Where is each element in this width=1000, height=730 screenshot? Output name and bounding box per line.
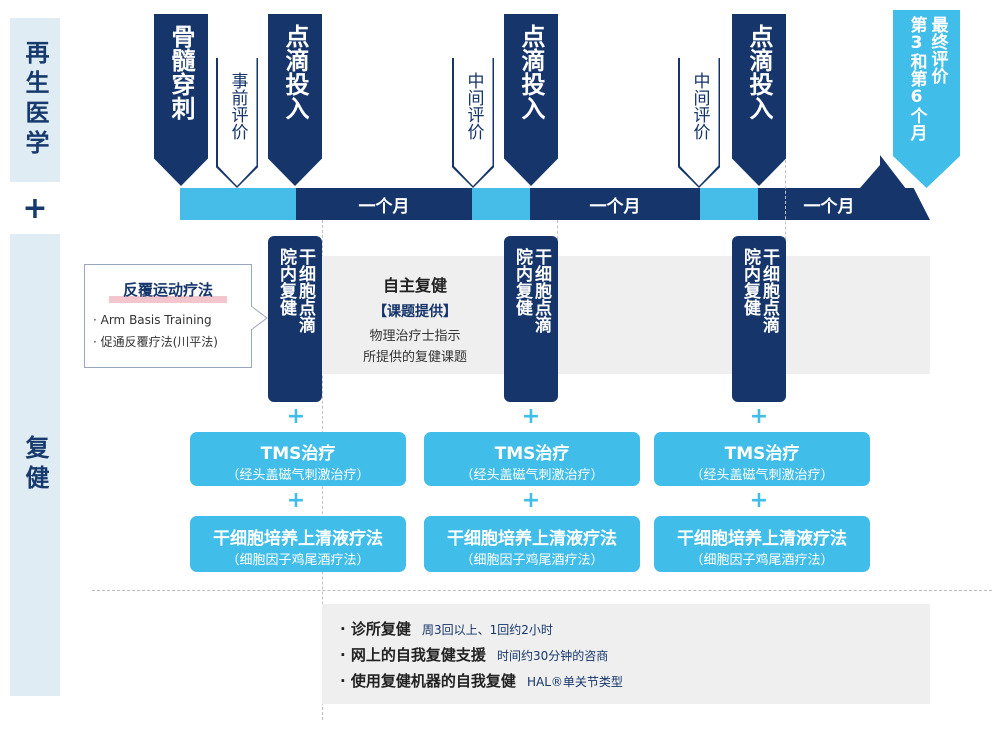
timeline-segment-3: [700, 188, 758, 220]
bottom-item-detail: 周3回以上、1回约2小时: [422, 623, 553, 637]
callout-pointer: [251, 306, 268, 330]
tms-title: TMS治疗: [260, 444, 336, 464]
stem-cell-box-1: 院内复健 干细胞点滴: [268, 236, 322, 402]
plus-sign: +: [521, 404, 541, 429]
culture-sub: （细胞因子鸡尾酒疗法）: [690, 553, 834, 568]
culture-box-1: 干细胞培养上清液疗法 （细胞因子鸡尾酒疗法）: [190, 516, 406, 572]
bottom-item-3: · 使用复健机器的自我复健 HAL®单关节类型: [340, 670, 623, 696]
flag-infusion-2: 点滴投入: [504, 14, 558, 186]
final-eval-col1: 最终评价: [927, 16, 948, 84]
divider-v2: [557, 220, 558, 250]
stem-col-left: 院内复健: [512, 248, 532, 316]
tms-sub: （经头盖磁气刺激治疗）: [460, 468, 604, 483]
bottom-panel: [322, 604, 930, 704]
stem-cell-box-2: 院内复健 干细胞点滴: [504, 236, 558, 402]
month-label: 一个月: [803, 196, 855, 217]
self-rehab-text: 自主复健 【课题提供】 物理治疗士指示 所提供的复健课题: [335, 272, 495, 365]
flag-infusion-3: 点滴投入: [732, 14, 786, 186]
timeline-arrowhead: [860, 155, 930, 220]
culture-title: 干细胞培养上清液疗法: [447, 529, 617, 549]
callout-title: 反覆运动疗法: [122, 281, 213, 299]
sidebar-plus: +: [22, 190, 48, 226]
flag-mid-eval-1: 中间评价: [452, 58, 494, 188]
plus-sign: +: [521, 488, 541, 513]
stem-col-right: 干细胞点滴: [295, 248, 315, 333]
tms-box-2: TMS治疗 （经头盖磁气刺激治疗）: [424, 432, 640, 486]
callout-item-2: · 促通反覆疗法(川平法): [93, 335, 218, 349]
bottom-item-main: · 诊所复健: [340, 620, 411, 638]
month-label: 一个月: [589, 196, 641, 217]
tms-box-3: TMS治疗 （经头盖磁气刺激治疗）: [654, 432, 870, 486]
stem-col-right: 干细胞点滴: [759, 248, 779, 333]
plus-sign: +: [749, 404, 769, 429]
culture-sub: （细胞因子鸡尾酒疗法）: [226, 553, 370, 568]
bottom-item-detail: 时间约30分钟的咨商: [497, 649, 609, 663]
flag-final-eval: 第3和第6个月 最终评价: [893, 10, 960, 188]
timeline-month-2: 一个月: [530, 188, 700, 220]
plus-sign: +: [286, 488, 306, 513]
plus-sign: +: [286, 404, 306, 429]
stem-col-left: 院内复健: [740, 248, 760, 316]
timeline-segment-1: [180, 188, 296, 220]
infusion-text: 点滴投入: [745, 24, 773, 120]
pre-eval-text: 事前评价: [227, 72, 248, 140]
culture-title: 干细胞培养上清液疗法: [677, 529, 847, 549]
infusion-text: 点滴投入: [281, 24, 309, 120]
stem-col-right: 干细胞点滴: [531, 248, 551, 333]
final-eval-col2: 第3和第6个月: [906, 16, 927, 141]
bottom-item-main: · 网上的自我复健支援: [340, 646, 486, 664]
sidebar-rehab-label: 复健: [10, 234, 60, 696]
infusion-text: 点滴投入: [517, 24, 545, 120]
self-rehab-title: 自主复健: [382, 276, 447, 295]
timeline-segment-2: [472, 188, 530, 220]
callout-item-1: · Arm Basis Training: [93, 313, 212, 327]
divider-v3: [785, 160, 786, 250]
culture-title: 干细胞培养上清液疗法: [213, 529, 383, 549]
flag-infusion-1: 点滴投入: [268, 14, 322, 186]
bottom-item-2: · 网上的自我复健支援 时间约30分钟的咨商: [340, 644, 623, 670]
callout-underline: [109, 296, 227, 303]
self-rehab-desc-1: 物理治疗士指示: [369, 329, 461, 344]
flag-bone-marrow: 骨髓穿刺: [154, 14, 208, 186]
bottom-item-1: · 诊所复健 周3回以上、1回约2小时: [340, 618, 623, 644]
repetitive-therapy-callout: 反覆运动疗法 · Arm Basis Training · 促通反覆疗法(川平法…: [84, 264, 252, 368]
regen-text: 再生医学: [21, 40, 49, 160]
self-rehab-tag: 【课题提供】: [373, 304, 457, 320]
mid-eval-text: 中间评价: [689, 72, 710, 140]
bone-marrow-text: 骨髓穿刺: [167, 24, 195, 120]
flag-mid-eval-2: 中间评价: [678, 58, 720, 188]
tms-box-1: TMS治疗 （经头盖磁气刺激治疗）: [190, 432, 406, 486]
culture-box-2: 干细胞培养上清液疗法 （细胞因子鸡尾酒疗法）: [424, 516, 640, 572]
bottom-list: · 诊所复健 周3回以上、1回约2小时 · 网上的自我复健支援 时间约30分钟的…: [340, 618, 623, 696]
stem-cell-box-3: 院内复健 干细胞点滴: [732, 236, 786, 402]
culture-box-3: 干细胞培养上清液疗法 （细胞因子鸡尾酒疗法）: [654, 516, 870, 572]
bottom-item-detail: HAL®单关节类型: [527, 675, 623, 689]
sidebar-regen-label: 再生医学: [10, 18, 60, 182]
tms-sub: （经头盖磁气刺激治疗）: [226, 468, 370, 483]
month-label: 一个月: [358, 196, 410, 217]
rehab-text: 复健: [21, 435, 49, 495]
bottom-item-main: · 使用复健机器的自我复健: [340, 672, 516, 690]
timeline-month-1: 一个月: [296, 188, 472, 220]
culture-sub: （细胞因子鸡尾酒疗法）: [460, 553, 604, 568]
divider-h: [92, 590, 992, 591]
tms-title: TMS治疗: [724, 444, 800, 464]
stem-col-left: 院内复健: [276, 248, 296, 316]
self-rehab-desc-2: 所提供的复健课题: [362, 350, 467, 365]
mid-eval-text: 中间评价: [463, 72, 484, 140]
tms-title: TMS治疗: [494, 444, 570, 464]
flag-pre-eval: 事前评价: [216, 58, 258, 188]
self-rehab-panel: [322, 256, 930, 374]
tms-sub: （经头盖磁气刺激治疗）: [690, 468, 834, 483]
plus-sign: +: [749, 488, 769, 513]
